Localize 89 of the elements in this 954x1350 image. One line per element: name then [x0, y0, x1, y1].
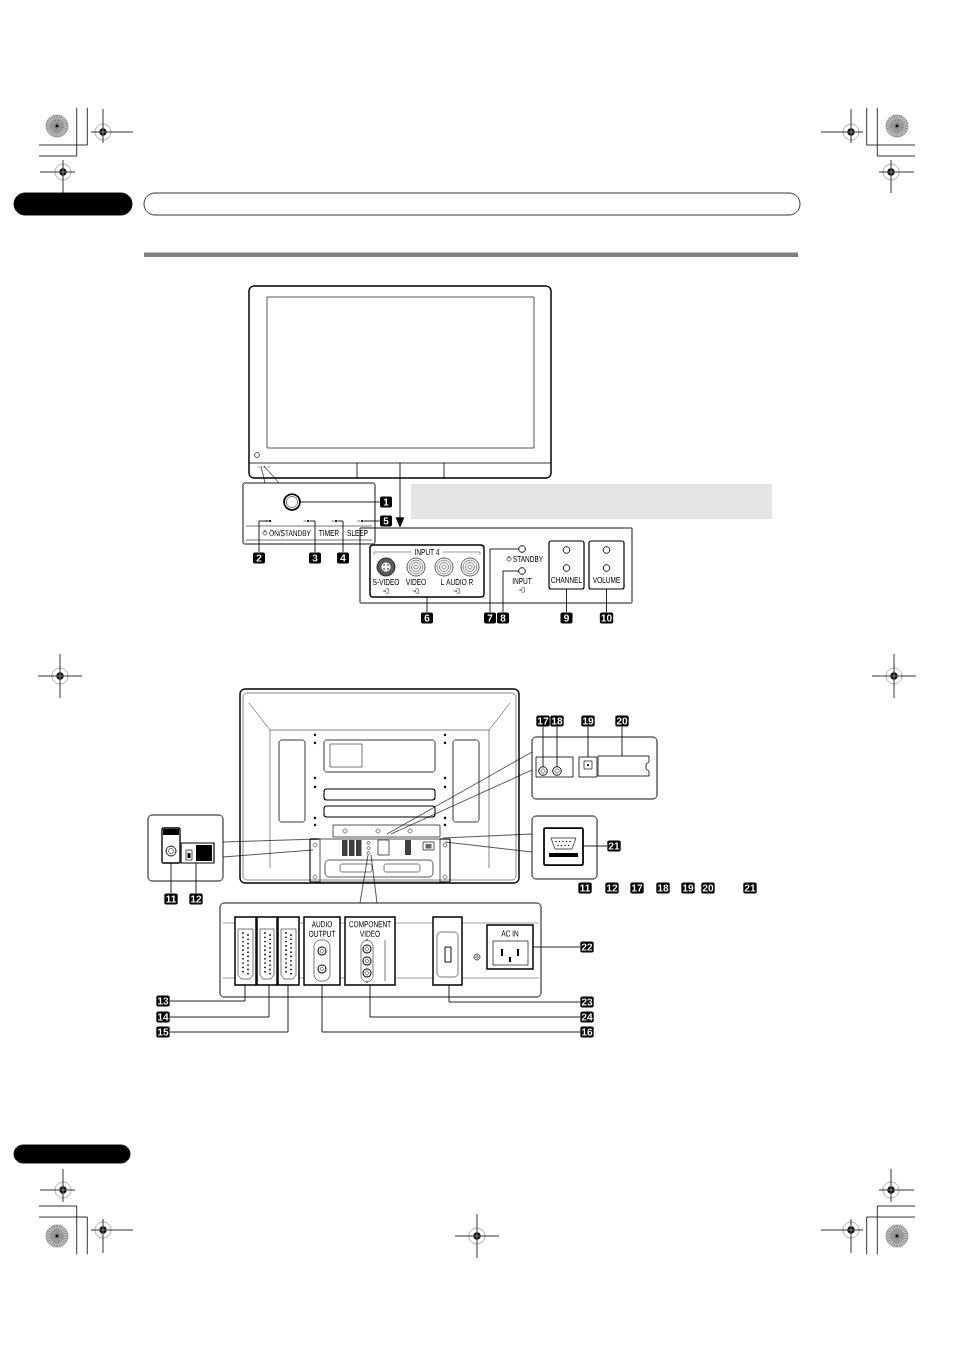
arrow — [395, 462, 405, 528]
panel-label: SLEEP — [347, 529, 368, 537]
callout-number: 2 — [253, 552, 265, 564]
leader-line — [582, 845, 608, 847]
callout-number: 1 — [380, 496, 392, 508]
callout-number: 19 — [581, 715, 595, 727]
leader-line — [542, 726, 544, 768]
callout-number: 8 — [497, 612, 509, 624]
input-panel — [219, 902, 542, 998]
leader-line — [337, 520, 344, 553]
panel-label: INPUT — [512, 578, 532, 585]
callout-number: 16 — [580, 1026, 594, 1038]
callout-number: 21 — [607, 840, 621, 852]
leader-line — [309, 520, 316, 553]
leader-line — [258, 520, 269, 553]
zoom-line — [370, 854, 378, 904]
leader-line — [363, 520, 381, 522]
leader-line — [170, 862, 172, 894]
callout-number: 10 — [599, 612, 614, 624]
leader-line — [300, 501, 381, 503]
callout-number: 9 — [560, 612, 573, 624]
panel-label: AUDIO OUTPUT — [308, 921, 336, 937]
leader-line — [532, 946, 581, 948]
leader-line — [195, 862, 197, 894]
callout-number: 6 — [421, 612, 433, 624]
zoom-line — [263, 465, 280, 484]
callout-number: 11 — [164, 893, 178, 905]
callout-number: 17 — [536, 715, 550, 727]
leader-line — [169, 984, 246, 1002]
zoom-line — [390, 769, 533, 835]
leader-line — [448, 984, 581, 1003]
panel-label: CHANNEL — [551, 576, 582, 584]
callout-number: 18 — [550, 715, 564, 727]
leader-line — [556, 726, 558, 768]
panel-label: TIMER — [319, 530, 339, 536]
callout-number: 3 — [309, 552, 321, 564]
panel-label: S-VIDEO — [372, 578, 400, 586]
callout-number: 5 — [380, 515, 392, 527]
panel-label: STANDBY — [513, 555, 543, 563]
callout-number: 12 — [605, 882, 619, 894]
panel-label: VIDEO — [405, 578, 426, 586]
shaded-band — [411, 484, 772, 519]
callout-number: 18 — [656, 882, 670, 894]
zoom-line — [386, 751, 533, 835]
callout-number: 24 — [580, 1011, 594, 1023]
panel-label: INPUT 4 — [415, 549, 440, 556]
leader-line — [489, 548, 519, 613]
tv-rear-drawing — [239, 688, 520, 884]
zoom-line — [222, 849, 314, 858]
tv-front-drawing — [248, 285, 552, 479]
callout-number: 22 — [580, 941, 594, 953]
callout-number: 7 — [484, 612, 496, 624]
leader-line — [169, 984, 289, 1033]
leader-line — [169, 984, 270, 1018]
port-panel — [531, 815, 598, 880]
callout-number: 23 — [580, 996, 594, 1008]
zoom-line — [444, 841, 533, 853]
antenna-panel — [147, 814, 224, 882]
header-bar — [143, 192, 801, 216]
callout-number: 21 — [743, 882, 757, 894]
leader-line — [587, 726, 589, 758]
panel-label: ON/STANDBY — [269, 529, 311, 537]
leader-line — [321, 984, 581, 1033]
zoom-line — [222, 838, 319, 843]
callout-number: 13 — [156, 995, 170, 1007]
zoom-line — [442, 833, 533, 839]
chapter-tab — [13, 192, 133, 216]
callout-number: 20 — [615, 715, 629, 727]
callout-number: 14 — [156, 1011, 170, 1023]
panel-label: VOLUME — [592, 576, 620, 584]
callout-number: 19 — [681, 882, 695, 894]
page-tab — [13, 1144, 131, 1164]
callout-number: 4 — [337, 552, 349, 564]
leader-line — [606, 588, 607, 613]
panel-label: AC IN — [501, 930, 519, 937]
leader-line — [566, 588, 567, 613]
leader-line — [369, 984, 581, 1018]
button-panel — [242, 482, 376, 545]
leader-line — [426, 596, 428, 613]
panel-label: COMPONENT VIDEO — [349, 921, 391, 937]
leader-line — [621, 726, 623, 757]
callout-number: 17 — [630, 882, 644, 894]
callout-number: 20 — [701, 882, 715, 894]
panel-label: L AUDIO R — [441, 578, 473, 586]
callout-number: 15 — [156, 1026, 170, 1038]
leader-line — [502, 570, 519, 613]
zoom-line — [359, 854, 369, 904]
callout-number: 12 — [189, 893, 203, 905]
terminal-panel — [531, 736, 658, 800]
